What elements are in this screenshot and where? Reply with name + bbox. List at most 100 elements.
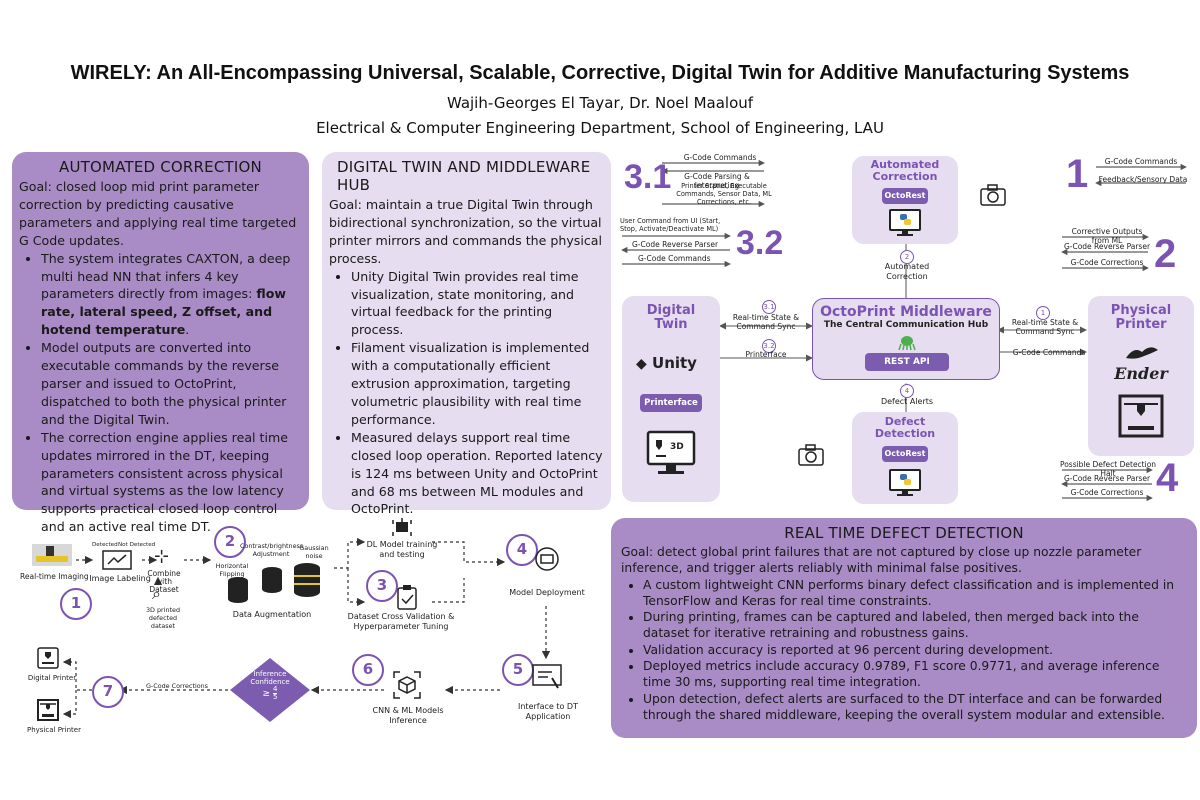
flow-label: G-Code Reverse Parser — [632, 240, 719, 249]
bullet-text: The system integrates CAXTON, a deep mul… — [41, 250, 291, 302]
unity-icon: ◆ — [636, 356, 647, 372]
arrow-number-4: 4 — [900, 384, 914, 398]
flow-label: G-Code Reverse Parser — [1063, 474, 1151, 483]
step-label: Real-time Imaging — [20, 572, 89, 581]
step-label: Detected — [92, 542, 118, 548]
interface-icon — [532, 664, 562, 689]
bullet-item: The system integrates CAXTON, a deep mul… — [41, 250, 302, 340]
printer-nozzle-image-icon — [32, 544, 72, 566]
flow-label: Feedback/Sensory Data — [1098, 175, 1188, 184]
labeling-icon — [102, 550, 132, 570]
add-icon: ⊹ — [154, 546, 170, 567]
step-label: G-Code Corrections — [145, 682, 209, 690]
pipeline-step-1: 1 — [60, 588, 92, 620]
pipeline-step-7: 7 — [92, 676, 124, 708]
decision-label: Inference Confidence — [250, 670, 290, 686]
panel-heading: REAL TIME DEFECT DETECTION — [784, 524, 1024, 542]
database-icon — [228, 577, 248, 603]
pipeline-step-5: 5 — [502, 654, 534, 686]
python-monitor-icon — [889, 209, 921, 236]
step-label: Horizontal Flipping — [215, 562, 249, 578]
bullet-list: The system integrates CAXTON, a deep mul… — [19, 250, 302, 537]
bullet-item: Unity Digital Twin provides real time vi… — [351, 268, 604, 340]
camera-icon — [798, 444, 824, 466]
step-number-3-2: 3.2 — [736, 224, 784, 262]
physical-printer-icon — [1118, 394, 1164, 438]
middleware-title: OctoPrint Middleware — [820, 304, 992, 320]
panel-goal: Goal: closed loop mid print parameter co… — [19, 179, 297, 248]
flow-label: G-Code Parsing & Interpreting — [684, 172, 750, 190]
octopus-icon — [898, 336, 916, 351]
step-label: Combine with Dataset — [147, 569, 181, 594]
arrow-label: Real-time State & Command Sync — [1011, 318, 1079, 336]
arrow-label: Real-time State & Command Sync — [732, 313, 800, 331]
creality-logo-icon — [1126, 347, 1158, 359]
step-number-3-1: 3.1 — [624, 158, 672, 196]
step-label: CNN & ML Models Inference — [372, 706, 444, 725]
automated-correction-box: Automated Correction OctoRest — [852, 156, 958, 244]
clipboard-icon — [397, 585, 417, 610]
digital-twin-box: Digital Twin ◆ Unity Printerface 3D — [622, 296, 720, 502]
arrow-number-1: 1 — [1036, 306, 1050, 320]
printerface-button: Printerface — [640, 394, 702, 412]
box-title: Digital Twin — [646, 303, 696, 332]
rest-api-button: REST API — [865, 353, 949, 371]
step-label: Data Augmentation — [232, 610, 312, 619]
pipeline-step-3: 3 — [366, 570, 398, 602]
flow-label: G-Code Commands — [683, 153, 757, 162]
panel-heading: AUTOMATED CORRECTION — [59, 158, 262, 176]
camera-icon — [980, 184, 1006, 206]
panel-goal: Goal: maintain a true Digital Twin throu… — [329, 197, 603, 266]
step-label: Not Detected — [118, 542, 156, 548]
bullet-list: A custom lightweight CNN performs binary… — [621, 577, 1187, 724]
architecture-connectors — [621, 159, 1187, 502]
step-label: Image Labeling — [89, 574, 151, 583]
step-number-2: 2 — [1154, 232, 1177, 276]
step-label: Physical Printer — [27, 726, 81, 734]
arrow-label: Automated Correction — [884, 262, 930, 281]
pipeline-step-2: 2 — [214, 526, 246, 558]
defect-detection-box: Defect Detection OctoRest — [852, 412, 958, 504]
step-label: 3D printed defected dataset — [145, 606, 181, 630]
box-title: Defect Detection — [874, 415, 936, 440]
deployment-icon — [535, 547, 559, 571]
arrow-number-3-2: 3.2 — [762, 339, 776, 353]
ender-label: Ender — [1114, 364, 1168, 383]
flow-label: User Command from UI (Start, Stop, Activ… — [620, 217, 721, 233]
arrow-number-2: 2 — [900, 250, 914, 264]
flow-label: G-Code Commands — [1104, 157, 1178, 166]
arrow-label: Printerface — [745, 350, 787, 359]
printer-3d-monitor-icon — [646, 430, 696, 474]
flow-label: G-Code Commands — [638, 254, 711, 263]
digital-twin-panel: DIGITAL TWIN AND MIDDLEWARE HUB Goal: ma… — [322, 152, 611, 516]
bullet-item: Model outputs are converted into executa… — [41, 339, 302, 429]
bullet-item: Measured delays support real time closed… — [351, 429, 604, 519]
decision-fraction: 4 5 — [272, 686, 278, 701]
step-number-1: 1 — [1066, 152, 1089, 196]
ml-pipeline-diagram: 1 2 3 4 5 6 7 Real-time Imaging Detected… — [14, 518, 608, 790]
step-label: Interface to DT Application — [518, 702, 578, 721]
step-label: Model Deployment — [509, 588, 585, 597]
step-label: Gaussian noise — [299, 544, 329, 560]
panel-heading: DIGITAL TWIN AND MIDDLEWARE HUB — [337, 158, 591, 194]
bullet-text: . — [185, 322, 190, 338]
arrow-label: Defect Alerts — [880, 397, 934, 406]
flow-label: G-Code Corrections — [1070, 258, 1144, 267]
bullet-item: Deployed metrics include accuracy 0.9789… — [643, 658, 1187, 691]
physical-printer-box: Physical Printer Ender — [1088, 296, 1194, 456]
middleware-box: OctoPrint Middleware The Central Communi… — [812, 298, 1000, 380]
database-icon — [294, 563, 320, 597]
architecture-diagram: 3.1 3.2 1 2 4 G-Code Commands G-Code Par… — [618, 150, 1198, 510]
physical-printer-small-icon — [37, 699, 59, 721]
octorest-button: OctoRest — [882, 446, 928, 462]
decision-ge: ≥ — [262, 689, 271, 699]
defect-detection-panel: REAL TIME DEFECT DETECTION Goal: detect … — [611, 518, 1197, 738]
step-number-4: 4 — [1156, 456, 1179, 500]
flow-label: G-Code Corrections — [1070, 488, 1144, 497]
neural-chip-icon — [392, 518, 412, 536]
decision-threshold: ≥ 4 5 — [250, 686, 290, 701]
arrow-number-3-1: 3.1 — [762, 300, 776, 314]
octorest-button: OctoRest — [882, 188, 928, 204]
pipeline-connectors — [62, 537, 551, 722]
